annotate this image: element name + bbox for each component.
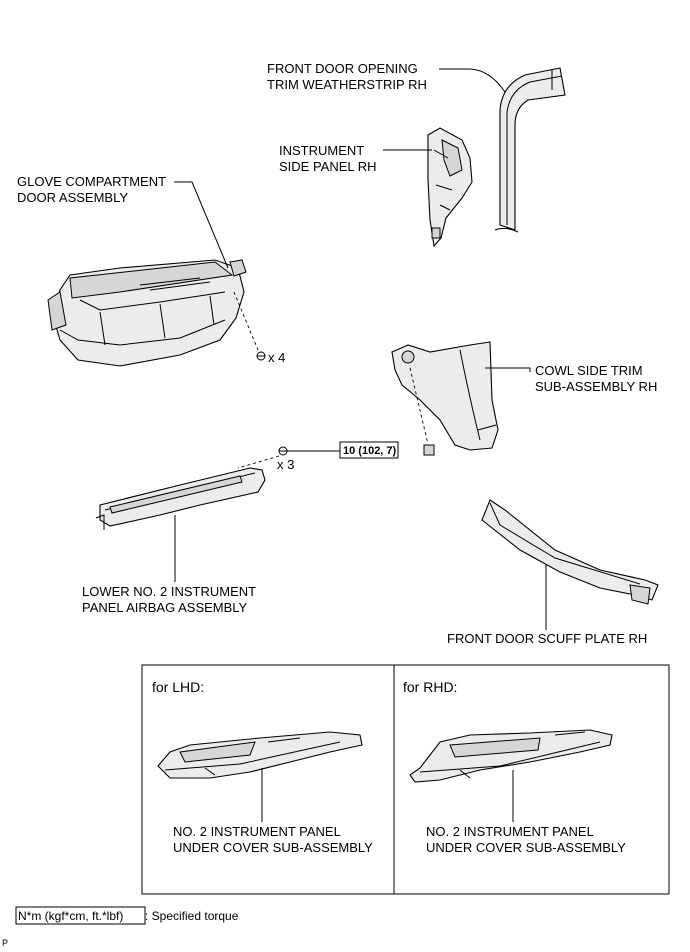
- scuff-plate-part: [481, 499, 659, 605]
- rhd-title: for RHD:: [403, 679, 457, 695]
- cowl-label-line1: COWL SIDE TRIM: [535, 363, 643, 378]
- side-panel-label-line1: INSTRUMENT: [279, 143, 364, 158]
- glove-label-line1: GLOVE COMPARTMENT: [17, 174, 166, 189]
- cowl-label-line2: SUB-ASSEMBLY RH: [535, 379, 657, 394]
- airbag-screw-qty: x 3: [277, 457, 294, 472]
- torque-value: 10 (102, 7): [343, 445, 397, 457]
- lhd-cover-label-line1: NO. 2 INSTRUMENT PANEL: [173, 824, 341, 839]
- airbag-label-line2: PANEL AIRBAG ASSEMBLY: [82, 600, 248, 615]
- glove-screw-dash: [233, 291, 259, 351]
- torque-box: [339, 441, 399, 459]
- legend-box-text: N*m (kgf*cm, ft.*lbf): [18, 909, 123, 923]
- side-panel-label-line2: SIDE PANEL RH: [279, 159, 377, 174]
- side-panel-part: [427, 127, 473, 248]
- weatherstrip-leader: [439, 68, 506, 93]
- lhd-cover-label-line2: UNDER COVER SUB-ASSEMBLY: [173, 840, 373, 855]
- glove-compartment-part: [47, 259, 247, 367]
- airbag-label-line1: LOWER NO. 2 INSTRUMENT: [82, 584, 256, 599]
- glove-screw-qty: x 4: [268, 350, 285, 365]
- weatherstrip-label-line1: FRONT DOOR OPENING: [267, 61, 418, 76]
- lhd-title: for LHD:: [152, 679, 204, 695]
- cowl-clip-icon: [423, 444, 435, 456]
- variants-box: [141, 664, 670, 895]
- glove-label-line2: DOOR ASSEMBLY: [17, 190, 128, 205]
- rhd-cover-label-line2: UNDER COVER SUB-ASSEMBLY: [426, 840, 626, 855]
- airbag-part: [95, 467, 266, 530]
- weatherstrip-label-line2: TRIM WEATHERSTRIP RH: [267, 77, 427, 92]
- cowl-trim-part: [391, 341, 499, 451]
- corner-mark: P: [2, 938, 8, 948]
- scuff-label: FRONT DOOR SCUFF PLATE RH: [447, 631, 647, 646]
- lhd-cover-part: [157, 731, 363, 779]
- legend-box: [15, 906, 146, 925]
- airbag-screw-dash: [237, 455, 280, 469]
- rhd-cover-part: [409, 729, 613, 783]
- rhd-cover-label-line1: NO. 2 INSTRUMENT PANEL: [426, 824, 594, 839]
- airbag-screw-icon: [278, 446, 288, 456]
- cowl-clip-dash: [409, 367, 429, 445]
- cowl-leader: [485, 367, 531, 372]
- weatherstrip-part: [494, 67, 566, 233]
- legend-text: : Specified torque: [145, 909, 239, 923]
- glove-screw-icon: [256, 351, 266, 361]
- glove-leader: [174, 181, 229, 269]
